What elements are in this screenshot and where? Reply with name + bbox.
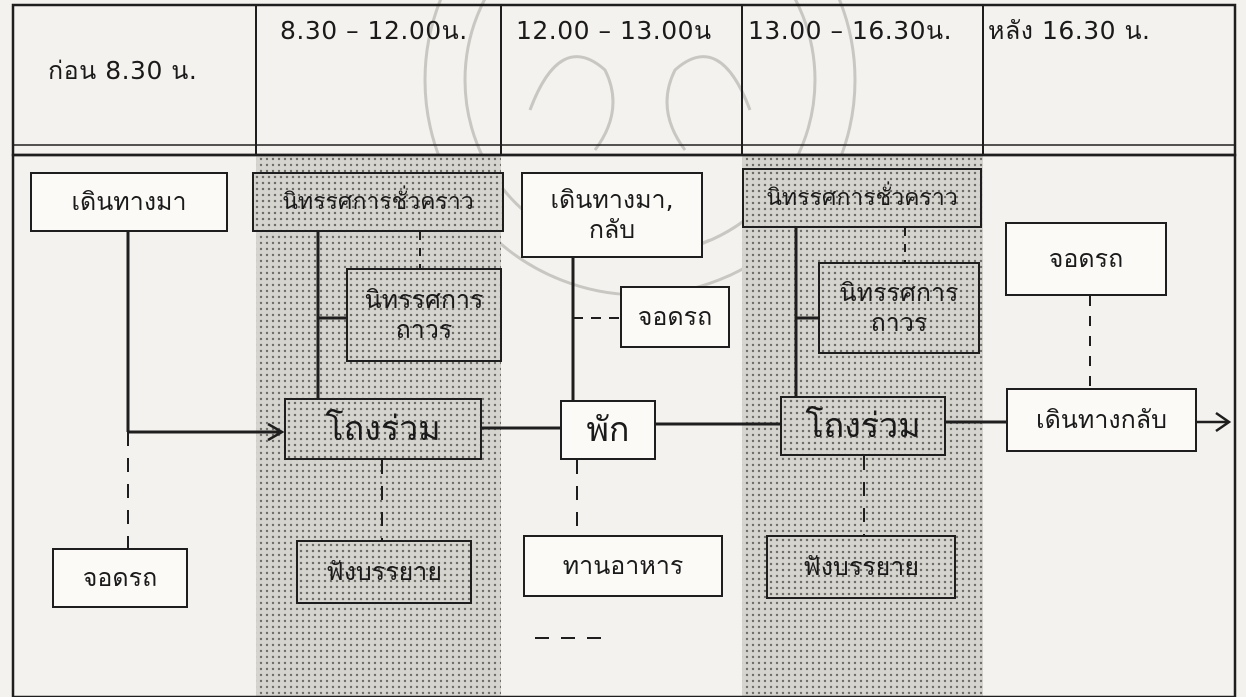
permanent-exhibition-box: นิทรรศการ ถาวร	[346, 268, 502, 362]
header-1300-1630: 13.00 – 16.30น.	[748, 16, 953, 45]
rest-box: พัก	[560, 400, 656, 460]
travel-in-out-box: เดินทางมา, กลับ	[521, 172, 703, 258]
pavilion-box-pm: โถงร่วม	[780, 396, 946, 456]
parking-box: จอดรถ	[52, 548, 188, 608]
lecture-box: ฟังบรรยาย	[296, 540, 472, 604]
header-after-1630: หลัง 16.30 น.	[988, 16, 1151, 45]
permanent-exhibition-box-pm: นิทรรศการ ถาวร	[818, 262, 980, 354]
parking-box-midday: จอดรถ	[620, 286, 730, 348]
meal-box: ทานอาหาร	[523, 535, 723, 597]
travel-back-box: เดินทางกลับ	[1006, 388, 1197, 452]
travel-in-box: เดินทางมา	[30, 172, 228, 232]
header-0830-1200: 8.30 – 12.00น.	[280, 16, 468, 45]
parking-box-evening: จอดรถ	[1005, 222, 1167, 296]
lecture-box-pm: ฟังบรรยาย	[766, 535, 956, 599]
header-1200-1300: 12.00 – 13.00น	[516, 16, 712, 45]
header-before-0830: ก่อน 8.30 น.	[48, 56, 198, 85]
pavilion-box: โถงร่วม	[284, 398, 482, 460]
temporary-exhibition-box-pm: นิทรรศการชั่วคราว	[742, 168, 982, 228]
body-frame	[11, 153, 1237, 697]
temporary-exhibition-box: นิทรรศการชั่วคราว	[252, 172, 504, 232]
